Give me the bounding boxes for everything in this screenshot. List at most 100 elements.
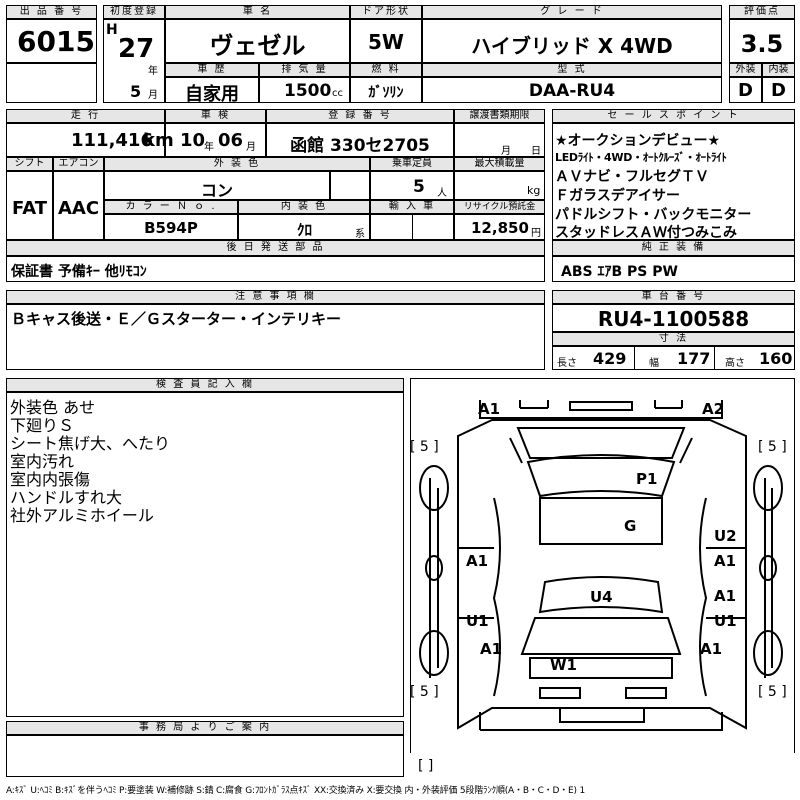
capacity-label: 乗車定員 bbox=[370, 157, 454, 171]
model: DAA-RU4 bbox=[528, 81, 616, 101]
insp-month: 06 bbox=[218, 130, 244, 151]
fuel-box: ｶﾞｿﾘﾝ bbox=[350, 77, 422, 103]
shift: FAT bbox=[11, 198, 48, 219]
int-grade: D bbox=[771, 80, 786, 101]
history-box: 自家用 bbox=[165, 77, 259, 105]
height: 160 bbox=[759, 349, 793, 368]
damage-a1-left-rear: A1 bbox=[480, 640, 503, 658]
inspector-note: ハンドルすれ大 bbox=[10, 488, 123, 507]
transfer-month-unit: 月 bbox=[501, 146, 511, 157]
capacity-box: 5 人 bbox=[370, 171, 454, 200]
width: 177 bbox=[677, 349, 711, 368]
later-parts-label: 後 日 発 送 部 品 bbox=[6, 240, 545, 256]
int-color-box: ｸﾛ 系 bbox=[238, 214, 370, 240]
plate: 函館 330セ2705 bbox=[290, 136, 430, 156]
sales-points-box: ★オークションデビュー★ LEDﾗｲﾄ・4WD・ｵｰﾄｸﾙｰｽﾞ・ｵｰﾄﾗｲﾄ … bbox=[552, 123, 795, 241]
spare-tire: [ ] bbox=[418, 758, 434, 774]
car-name: ヴェゼル bbox=[209, 32, 306, 60]
later-parts: 保証書 予備ｷｰ 他ﾘﾓｺﾝ bbox=[11, 264, 147, 280]
displacement-label: 排 気 量 bbox=[259, 63, 350, 77]
damage-a1-left-front: A1 bbox=[466, 552, 489, 570]
ext-grade-box: D bbox=[729, 77, 762, 103]
chassis-box: RU4-1100588 bbox=[552, 304, 795, 332]
door-box: 5W bbox=[350, 19, 422, 63]
later-parts-box: 保証書 予備ｷｰ 他ﾘﾓｺﾝ bbox=[6, 256, 545, 282]
inspector-note: 下廻りＳ bbox=[10, 416, 75, 435]
insp-month-unit: 月 bbox=[246, 142, 256, 153]
width-label: 幅 bbox=[649, 358, 659, 369]
equipment: ABS ｴｱB PS PW bbox=[561, 264, 678, 280]
length: 429 bbox=[593, 349, 627, 368]
inspector-note: 社外アルミホイール bbox=[10, 506, 154, 525]
insp-year: 10 bbox=[180, 130, 206, 151]
color-no-label: カ ラ ー Ｎ ｏ . bbox=[104, 200, 238, 214]
inspector-note: シート焦げ大、へたり bbox=[10, 434, 171, 453]
mileage: 111,416 bbox=[71, 130, 153, 151]
damage-a1-front-left: A1 bbox=[478, 400, 501, 418]
length-label: 長さ bbox=[557, 358, 577, 369]
inspection-box: 10 年 06 月 bbox=[165, 123, 266, 157]
office-label: 事 務 局 よ り ご 案 内 bbox=[6, 721, 404, 735]
load-label: 最大積載量 bbox=[454, 157, 545, 171]
recycle-unit: 円 bbox=[531, 228, 541, 239]
score: 3.5 bbox=[740, 30, 784, 58]
load-unit: kg bbox=[527, 184, 541, 197]
int-grade-box: D bbox=[762, 77, 795, 103]
grade: ハイブリッド X 4WD bbox=[471, 34, 673, 58]
tire-rl: [ 5 ] bbox=[410, 684, 439, 700]
capacity-unit: 人 bbox=[437, 188, 447, 199]
model-label: 型 式 bbox=[422, 63, 722, 77]
damage-w1-rear: W1 bbox=[550, 656, 577, 674]
tire-fr: [ 5 ] bbox=[758, 439, 787, 455]
sales-point-line: スタッドレスＡＷ付つみこみ bbox=[555, 225, 737, 241]
chassis: RU4-1100588 bbox=[597, 307, 750, 331]
legend: A:ｷｽﾞ U:ﾍｺﾐ B:ｷｽﾞを伴うﾍｺﾐ P:要塗装 W:補修跡 S:錆 … bbox=[6, 786, 585, 796]
lot-no-box: 6015 bbox=[6, 19, 97, 63]
int-color-unit: 系 bbox=[355, 229, 365, 240]
caution: Ｂキャス後送・Ｅ／Ｇスターター・インテリキー bbox=[11, 310, 342, 328]
ext-grade: D bbox=[738, 80, 753, 101]
lot-no-blank bbox=[6, 63, 97, 103]
sales-point-line: Ｆガラスデアイサー bbox=[555, 188, 681, 204]
inspector-label: 検 査 員 記 入 欄 bbox=[6, 378, 404, 392]
first-reg-year: 27 bbox=[118, 34, 155, 64]
capacity: 5 bbox=[413, 177, 425, 197]
history: 自家用 bbox=[185, 84, 239, 105]
damage-a1-right-rear: A1 bbox=[700, 640, 723, 658]
displacement-box: 1500 cc bbox=[259, 77, 350, 103]
plate-box: 函館 330セ2705 bbox=[266, 123, 454, 157]
office-box bbox=[6, 735, 404, 777]
door-label: ドア形状 bbox=[350, 5, 422, 19]
first-reg-label: 初度登録 bbox=[103, 5, 165, 19]
mileage-unit: km bbox=[143, 130, 174, 151]
equipment-label: 純 正 装 備 bbox=[552, 240, 795, 256]
car-name-box: ヴェゼル bbox=[165, 19, 350, 63]
equipment-box: ABS ｴｱB PS PW bbox=[552, 256, 795, 282]
import-divider bbox=[412, 214, 413, 240]
import-label: 輸 入 車 bbox=[370, 200, 454, 214]
dim-divider bbox=[634, 346, 635, 370]
insp-year-unit: 年 bbox=[204, 142, 214, 153]
int-color: ｸﾛ bbox=[297, 221, 313, 239]
damage-g-glass: G bbox=[624, 517, 637, 535]
damage-a1-right-front: A1 bbox=[714, 552, 737, 570]
mileage-box: 111,416 km bbox=[6, 123, 174, 157]
mileage-label: 走 行 bbox=[6, 109, 165, 123]
grade-label: グ レ ー ド bbox=[422, 5, 722, 19]
damage-u1-right: U1 bbox=[714, 612, 737, 630]
sales-point-line: LEDﾗｲﾄ・4WD・ｵｰﾄｸﾙｰｽﾞ・ｵｰﾄﾗｲﾄ bbox=[555, 151, 727, 164]
shift-label: シフト bbox=[6, 157, 53, 171]
load-box: kg bbox=[454, 171, 545, 200]
transfer-label: 譲渡書類期限 bbox=[454, 109, 545, 123]
sales-point-line: パドルシフト・バックモニター bbox=[555, 207, 752, 223]
dim-divider bbox=[714, 346, 715, 370]
damage-a2-front-right: A2 bbox=[702, 400, 725, 418]
color-no: B594P bbox=[144, 219, 198, 237]
car-name-label: 車 名 bbox=[165, 5, 350, 19]
lot-no: 6015 bbox=[17, 25, 95, 58]
grade-box: ハイブリッド X 4WD bbox=[422, 19, 722, 63]
ext-color-extra bbox=[330, 171, 370, 200]
transfer-box: 月 日 bbox=[454, 123, 545, 157]
damage-u2-right: U2 bbox=[714, 527, 737, 545]
displacement-unit: cc bbox=[332, 88, 343, 99]
